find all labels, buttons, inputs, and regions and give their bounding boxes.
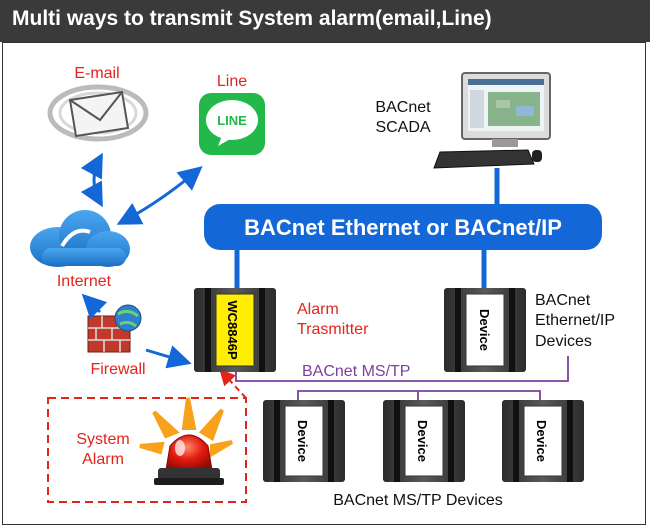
alarm-transmitter-label-2: Trasmitter bbox=[297, 321, 369, 338]
eth-devices-label-1: BACnet bbox=[535, 292, 591, 309]
alarm-siren-icon bbox=[139, 397, 234, 485]
alarm-device-arrow bbox=[219, 369, 247, 399]
firewall-label: Firewall bbox=[90, 361, 145, 378]
firewall-internet-arrow bbox=[81, 293, 108, 320]
envelope-icon bbox=[47, 84, 149, 142]
mstp-device-1-label: Device bbox=[295, 420, 310, 462]
computer-icon bbox=[433, 72, 551, 169]
line-logo-text: LINE bbox=[217, 113, 247, 128]
mstp-device-3-label: Device bbox=[534, 420, 549, 462]
eth-devices-label-3: Devices bbox=[535, 333, 592, 350]
wc8846p-device: WC8846P bbox=[194, 288, 276, 372]
ethernet-device-label: Device bbox=[477, 309, 492, 351]
cloud-icon bbox=[30, 210, 130, 267]
scada-label-1: BACnet bbox=[375, 99, 431, 116]
mstp-devices-label: BACnet MS/TP Devices bbox=[333, 492, 503, 509]
bacnet-bus bbox=[204, 204, 602, 250]
eth-devices-label-2: Ethernet/IP bbox=[535, 312, 615, 329]
mstp-device-1: Device bbox=[263, 400, 345, 482]
line-app-icon: LINE bbox=[199, 93, 265, 155]
page-title: Multi ways to transmit System alarm(emai… bbox=[12, 7, 492, 30]
mstp-device-2-label: Device bbox=[415, 420, 430, 462]
system-alarm-label-1: System bbox=[76, 431, 129, 448]
email-label: E-mail bbox=[74, 65, 119, 82]
mstp-device-2: Device bbox=[383, 400, 465, 482]
line-label: Line bbox=[217, 73, 247, 90]
mstp-label: BACnet MS/TP bbox=[302, 363, 410, 380]
title-bar: Multi ways to transmit System alarm(emai… bbox=[0, 0, 650, 42]
system-alarm-box bbox=[47, 397, 247, 503]
ethernet-device: Device bbox=[444, 288, 526, 372]
email-internet-arrow bbox=[80, 152, 103, 208]
system-alarm-label-2: Alarm bbox=[82, 451, 124, 468]
firewall-icon bbox=[87, 304, 142, 353]
device-firewall-arrow bbox=[145, 345, 192, 369]
bacnet-bus-label: BACnet Ethernet or BACnet/IP bbox=[244, 215, 562, 240]
internet-label: Internet bbox=[57, 273, 112, 290]
alarm-transmitter-label-1: Alarm bbox=[297, 301, 339, 318]
scada-label-2: SCADA bbox=[375, 119, 430, 136]
wc8846p-label: WC8846P bbox=[225, 300, 240, 360]
line-internet-arrow bbox=[116, 166, 203, 225]
mstp-device-3: Device bbox=[502, 400, 584, 482]
mstp-wiring bbox=[235, 356, 569, 400]
diagram-frame bbox=[2, 42, 646, 525]
